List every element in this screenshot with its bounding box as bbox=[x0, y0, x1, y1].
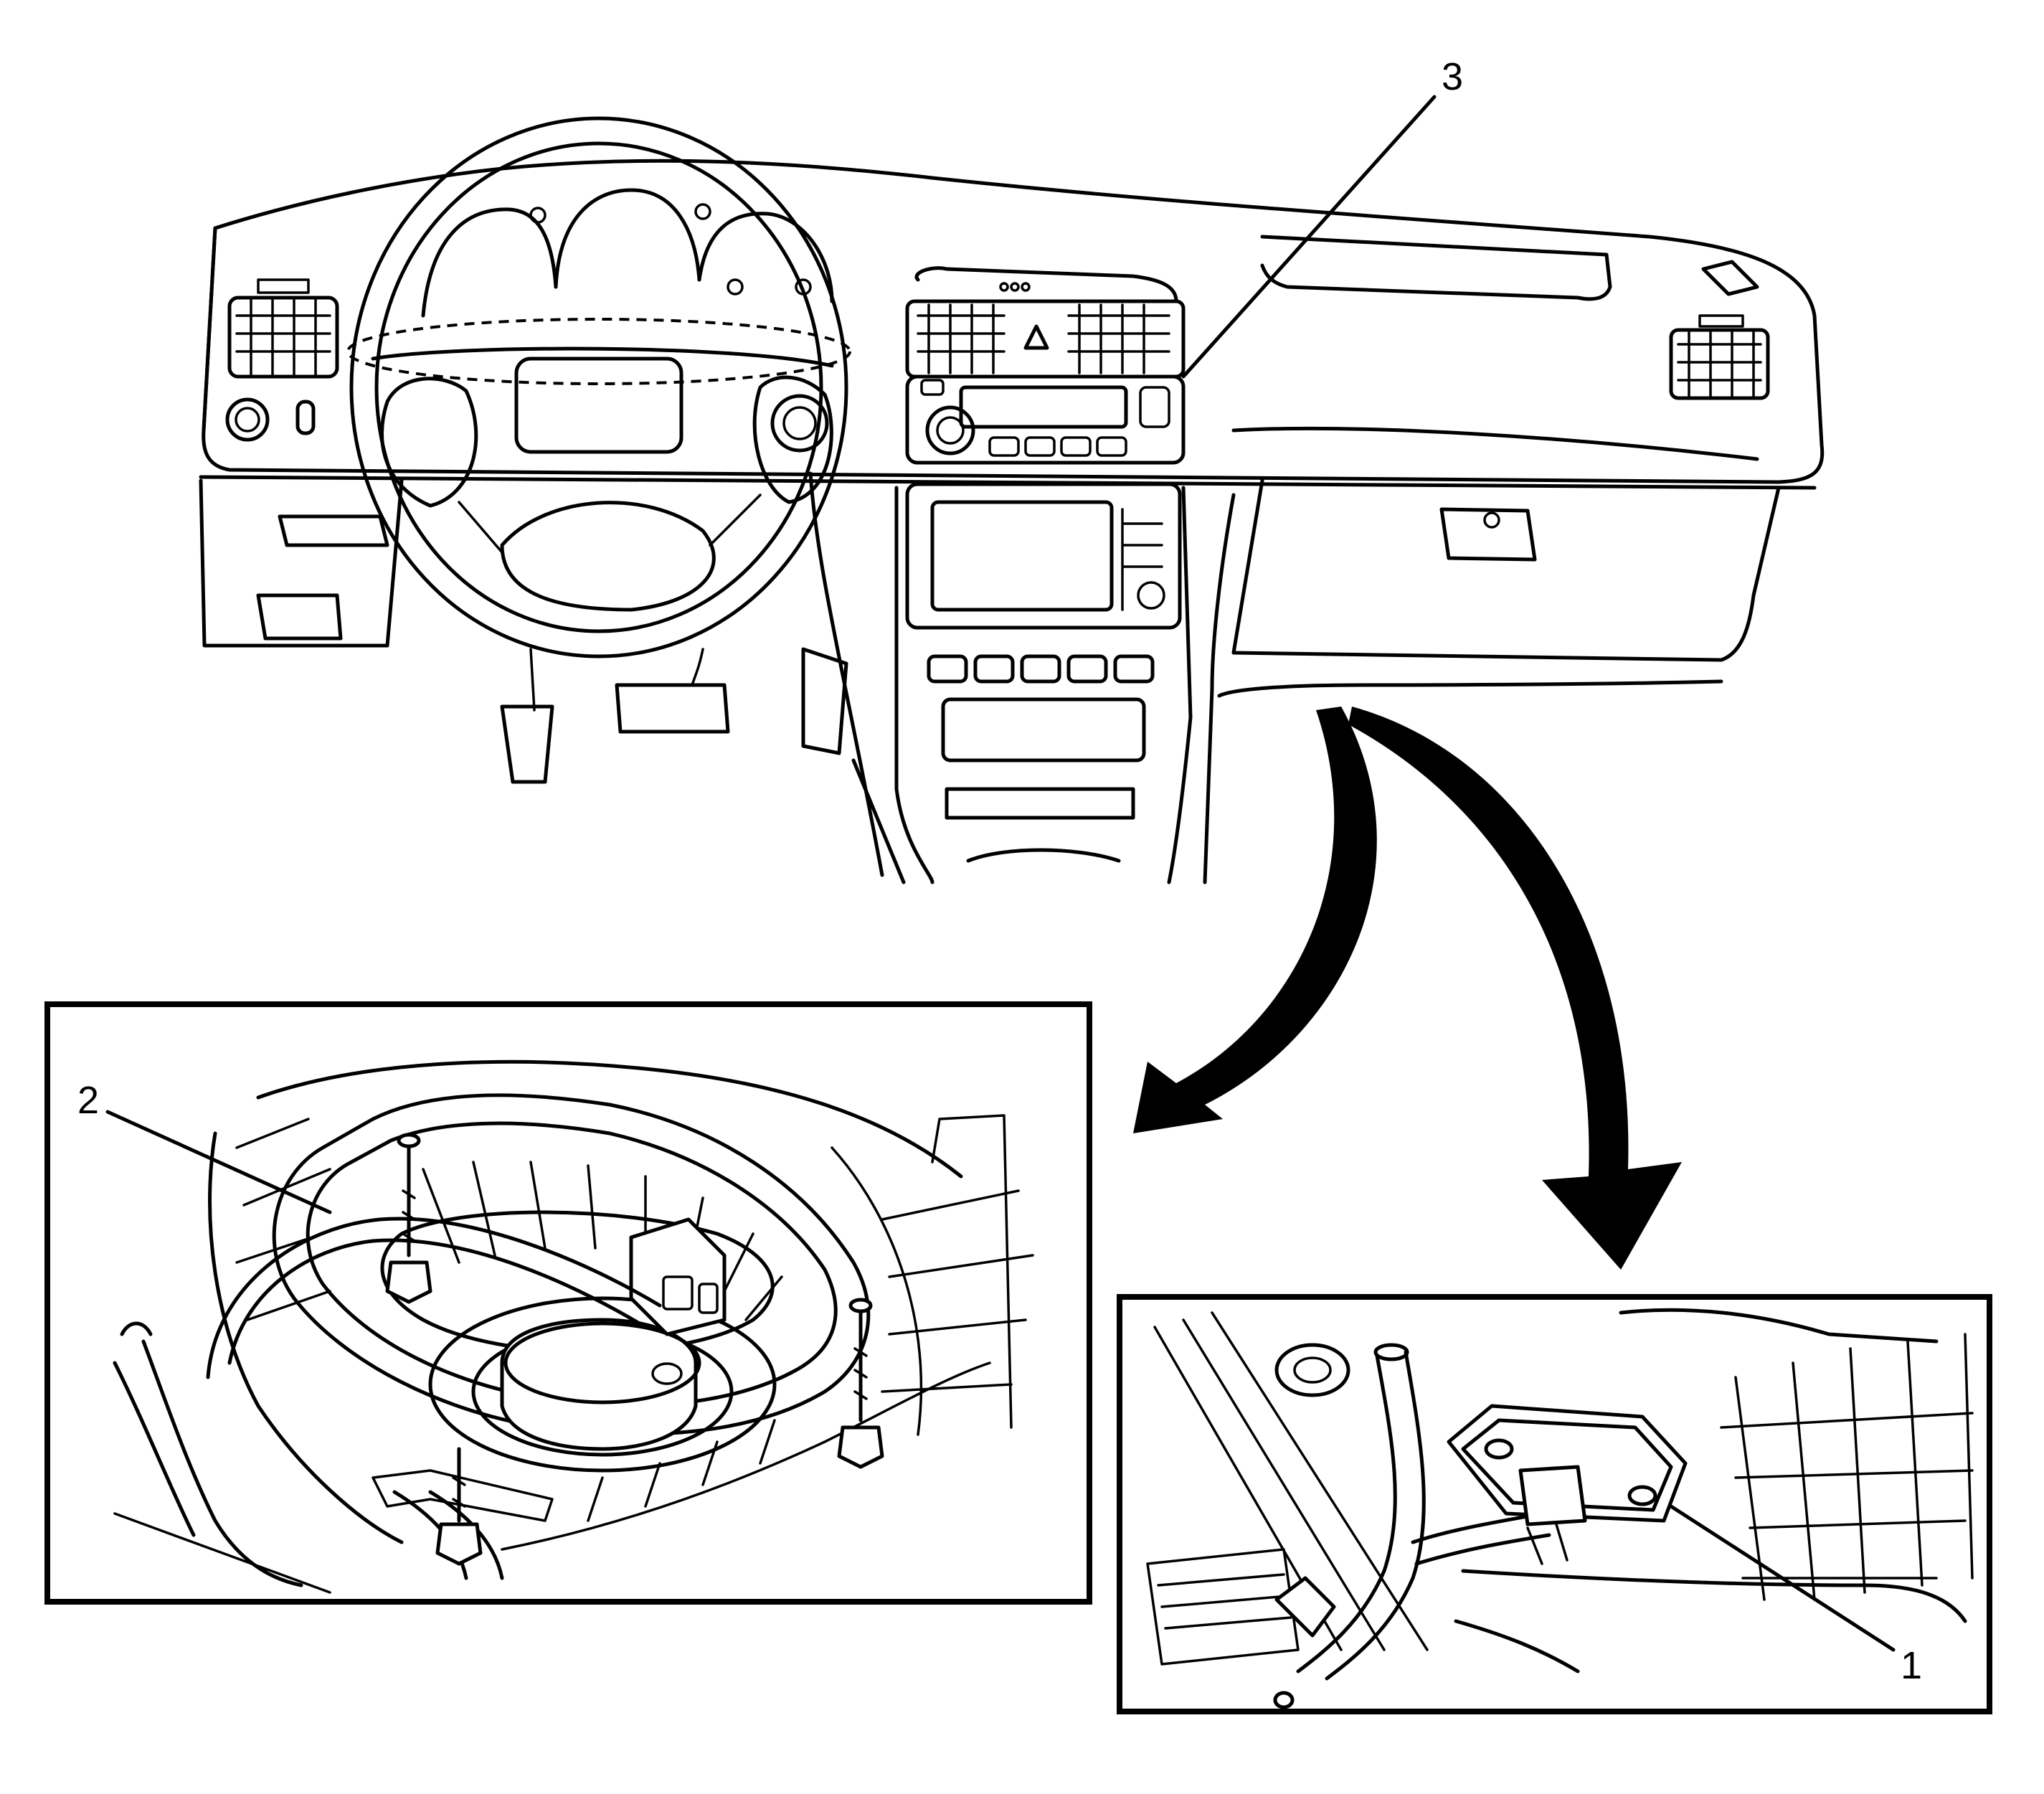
left-air-vent bbox=[227, 278, 339, 379]
switch-row bbox=[927, 654, 1155, 684]
blower-screw bbox=[435, 1447, 483, 1566]
hvac-control-assembly bbox=[905, 374, 1186, 465]
steering-wheel bbox=[346, 116, 851, 658]
callout-1-label: 1 bbox=[1901, 1644, 1922, 1687]
callout-2-label: 2 bbox=[77, 1079, 99, 1122]
callout-3-leader bbox=[1181, 95, 1437, 379]
navigation-display bbox=[905, 482, 1182, 630]
callout-1-leader bbox=[1669, 1504, 1896, 1652]
right-air-vent bbox=[1669, 260, 1770, 400]
blower-motor-detail: 2 bbox=[44, 1001, 1092, 1605]
blower-screw bbox=[837, 1298, 884, 1469]
callout-3-label: 3 bbox=[1442, 55, 1463, 98]
blower-screw bbox=[385, 1133, 432, 1304]
blower-motor-resistor bbox=[1447, 1404, 1688, 1565]
detail-arrows bbox=[1133, 707, 1682, 1270]
ignition-switch bbox=[770, 394, 829, 453]
glove-box bbox=[1217, 235, 1781, 698]
callout-2-leader bbox=[105, 1110, 332, 1214]
blower-resistor-detail: 1 bbox=[1117, 1294, 1992, 1714]
left-knob bbox=[225, 397, 270, 442]
center-stack bbox=[808, 266, 1236, 884]
instrument-panel-overview: 3 bbox=[199, 55, 1825, 884]
instrument-cluster bbox=[421, 188, 834, 454]
pedals bbox=[500, 647, 848, 784]
